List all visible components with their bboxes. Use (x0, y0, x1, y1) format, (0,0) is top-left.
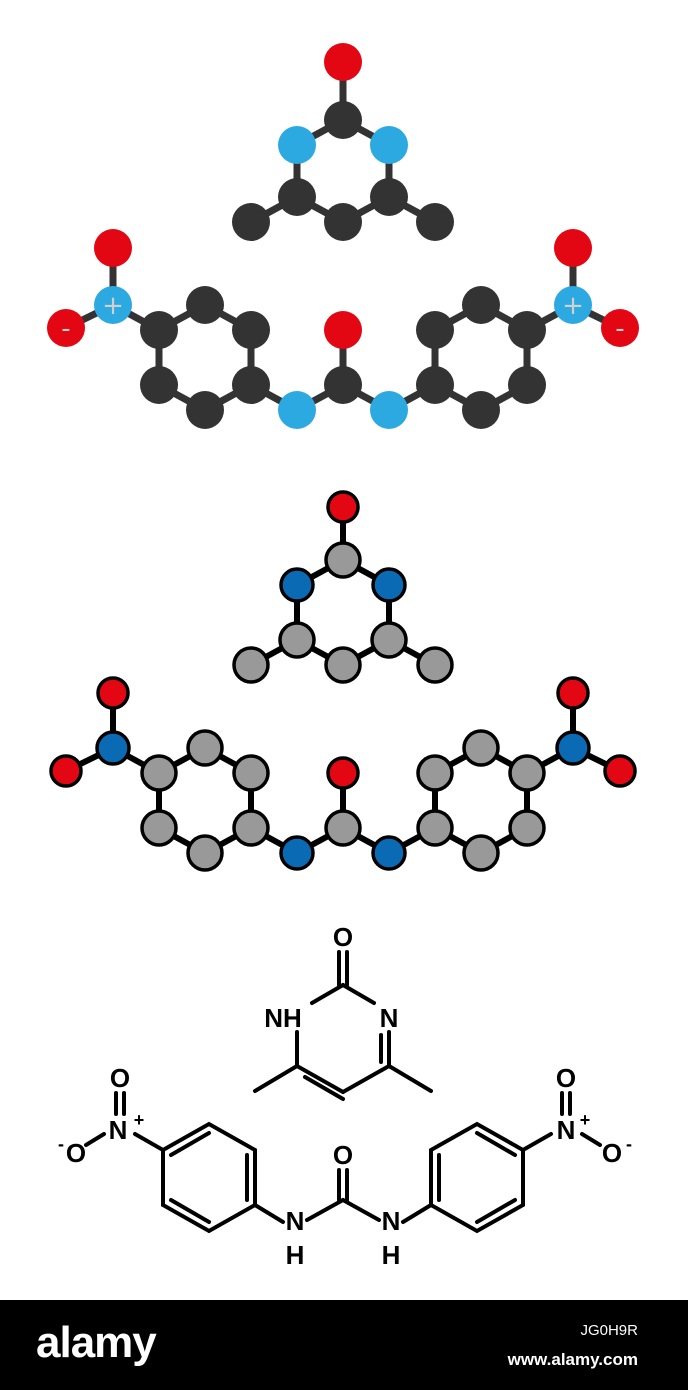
image-id-label: JG0H9R (580, 1322, 638, 1339)
brand-logo: alamy (36, 1318, 157, 1367)
atom-label-n: N (286, 1206, 305, 1236)
atom-label-h: H (286, 1240, 305, 1270)
atom-label-o: O (556, 1063, 576, 1093)
atom-label-o: O (333, 922, 353, 952)
plus-charge-mark: + (102, 291, 124, 321)
space-filling-model: + - + - (47, 43, 639, 429)
plus-charge-mark: + (562, 291, 584, 321)
minus-charge-mark: - (61, 314, 70, 344)
atom-label-n: N (557, 1115, 576, 1145)
watermark-banner (0, 1300, 688, 1390)
atom-label-n: N (380, 1003, 399, 1033)
atom-label-o: O (333, 1140, 353, 1170)
ball-and-stick-model (49, 490, 637, 872)
charge-minus-label: - (58, 1134, 64, 1154)
atom-label-o: O (110, 1063, 130, 1093)
charge-plus-label: + (134, 1110, 145, 1130)
molecule-illustration: + - + - (47, 43, 639, 1270)
atom-label-h: H (382, 1240, 401, 1270)
atom-label-n: N (382, 1206, 401, 1236)
atom-label-o: O (602, 1138, 622, 1168)
site-url-label: www.alamy.com (507, 1350, 638, 1369)
skeletal-formula: O NH N O N H N H O N O O N O + - + - (58, 922, 632, 1270)
charge-minus-label: - (626, 1134, 632, 1154)
atom-label-nh: NH (264, 1003, 302, 1033)
atom-label-n: N (109, 1115, 128, 1145)
atom-label-o: O (66, 1138, 86, 1168)
charge-plus-label: + (580, 1110, 591, 1130)
minus-charge-mark: - (615, 314, 624, 344)
